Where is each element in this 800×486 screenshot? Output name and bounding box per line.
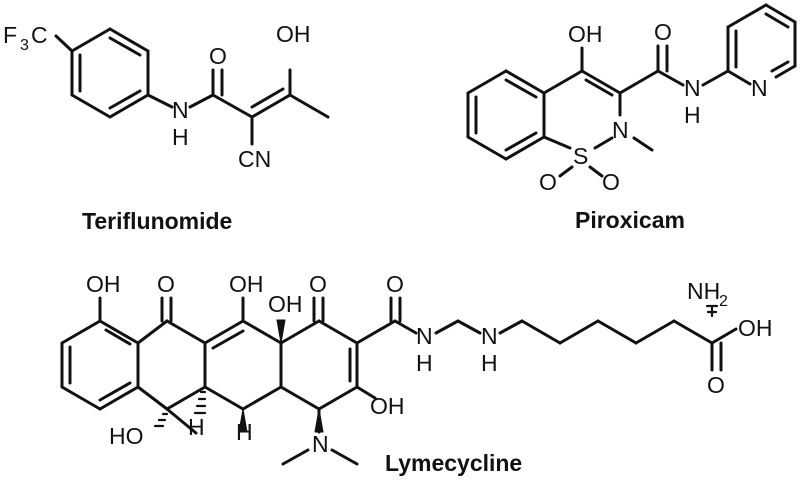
lymecycline-bonds bbox=[60, 296, 738, 466]
ketone2-o-label: O bbox=[309, 271, 327, 297]
nh2-label: NH bbox=[687, 278, 720, 304]
sulfur-label: S bbox=[573, 143, 588, 169]
lymecycline-name: Lymecycline bbox=[385, 450, 522, 476]
amide-h-label: H bbox=[172, 124, 189, 150]
sulfonyl-o2-label: O bbox=[602, 169, 620, 195]
amide-n-label: N bbox=[416, 323, 433, 349]
ketone1-o-label: O bbox=[157, 271, 175, 297]
cf3-c-label: C bbox=[31, 22, 48, 48]
piroxicam-name: Piroxicam bbox=[575, 207, 685, 233]
cf3-subscript-label: 3 bbox=[20, 37, 29, 54]
amide-h-label: H bbox=[684, 102, 701, 128]
stereo-h-a-label: H bbox=[188, 414, 205, 440]
bridge-oh-label: OH bbox=[268, 291, 303, 317]
acid-oh-label: OH bbox=[738, 315, 773, 341]
teriflunomide-atom-labels: F 3 C N H O OH CN bbox=[3, 21, 311, 172]
stereo-h-b-label: H bbox=[236, 419, 253, 445]
amine-h-label: H bbox=[481, 350, 498, 376]
carbonyl-o-label: O bbox=[209, 43, 227, 69]
amide-h-label: H bbox=[416, 350, 433, 376]
sulfonyl-o1-label: O bbox=[539, 169, 557, 195]
nh2-subscript-label: 2 bbox=[719, 293, 728, 310]
ho-label: HO bbox=[109, 423, 144, 449]
piroxicam-atom-labels: OH O N H N N S O O bbox=[539, 19, 768, 195]
phenol-oh-label: OH bbox=[86, 271, 121, 297]
dimethylamino-n-label: N bbox=[312, 431, 329, 457]
acid-o-label: O bbox=[707, 372, 725, 398]
carbonyl-o-label: O bbox=[654, 19, 672, 45]
enol-oh-label: OH bbox=[229, 271, 264, 297]
pyridine-n-label: N bbox=[751, 75, 768, 101]
ring-n-label: N bbox=[612, 117, 629, 143]
hydroxyl-label: OH bbox=[568, 21, 603, 47]
lymecycline-atom-labels: OH O OH OH O O N H N H NH 2 OH O OH HO H… bbox=[86, 271, 773, 457]
cf3-f-label: F bbox=[3, 22, 17, 48]
amide-n-label: N bbox=[684, 75, 701, 101]
piroxicam-structure: OH O N H N N S O O Piroxicam bbox=[466, 3, 797, 233]
teriflunomide-structure: F 3 C N H O OH CN Teriflunomide bbox=[3, 21, 330, 234]
amide-o-label: O bbox=[386, 271, 404, 297]
amine-n-label: N bbox=[481, 323, 498, 349]
teriflunomide-bonds bbox=[54, 27, 330, 146]
teriflunomide-name: Teriflunomide bbox=[82, 208, 232, 234]
piroxicam-bonds bbox=[466, 3, 797, 178]
enol-oh2-label: OH bbox=[370, 393, 405, 419]
amide-n-label: N bbox=[172, 97, 189, 123]
hydroxyl-label: OH bbox=[276, 21, 311, 47]
lymecycline-structure: OH O OH OH O O N H N H NH 2 OH O OH HO H… bbox=[60, 271, 773, 476]
nitrile-label: CN bbox=[238, 146, 271, 172]
lymecycline-stereo-bonds bbox=[153, 304, 719, 433]
